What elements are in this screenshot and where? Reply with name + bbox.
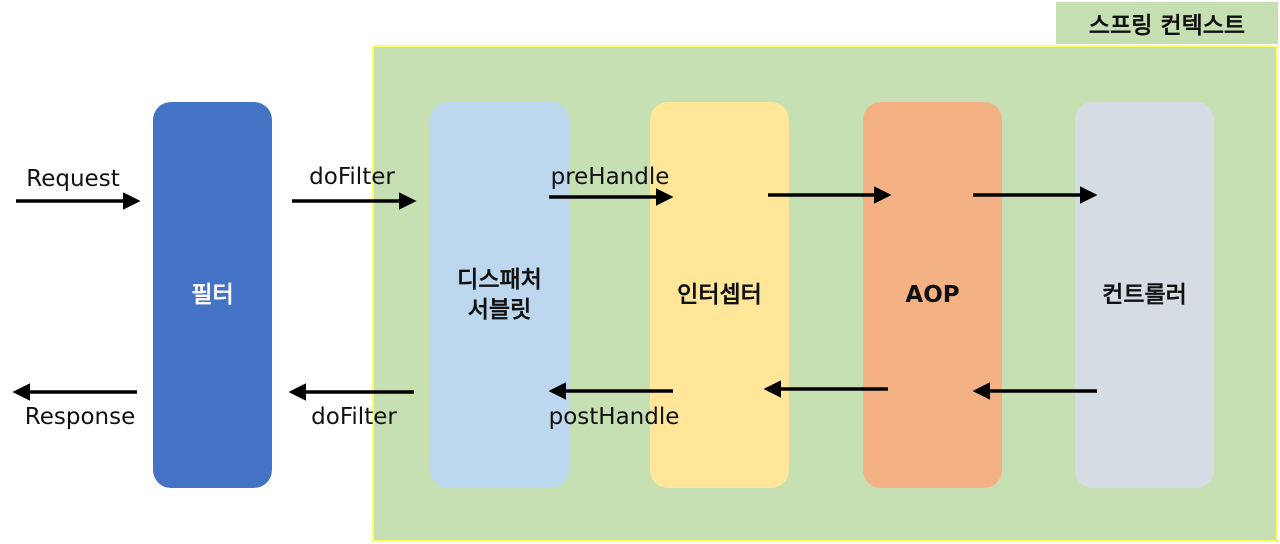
controller-box: 컨트롤러 [1075, 102, 1214, 488]
interceptor-label: 인터셉터 [677, 282, 762, 308]
dofilter-in-label: doFilter [309, 164, 395, 190]
dispatcher-servlet-box: 디스패처 서블릿 [430, 102, 569, 488]
interceptor-box: 인터셉터 [650, 102, 789, 488]
prehandle-label: preHandle [550, 164, 670, 190]
aop-box: AOP [863, 102, 1002, 488]
dispatcher-servlet-label: 디스패처 서블릿 [457, 267, 542, 323]
response-label: Response [24, 404, 136, 430]
filter-box: 필터 [153, 102, 272, 488]
aop-label: AOP [905, 282, 960, 308]
request-label: Request [26, 166, 120, 192]
filter-label: 필터 [191, 282, 234, 308]
posthandle-label: postHandle [548, 404, 680, 430]
dofilter-out-label: doFilter [311, 404, 397, 430]
controller-label: 컨트롤러 [1102, 282, 1187, 308]
spring-context-label: 스프링 컨텍스트 [1056, 2, 1278, 44]
